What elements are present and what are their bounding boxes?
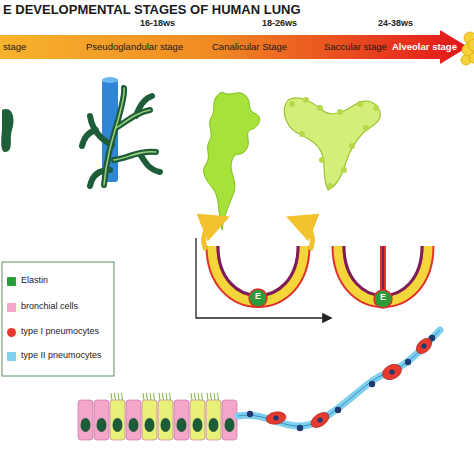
elastin-mark: E xyxy=(380,293,386,303)
canalicular-figure xyxy=(204,92,260,230)
stage-name: Pseudoglandular stage xyxy=(86,42,183,52)
embryonic-bud xyxy=(1,109,13,152)
axis-lines xyxy=(196,238,330,318)
elastin-mark: E xyxy=(255,292,261,302)
legend-text: Elastin xyxy=(21,276,48,286)
saccular-figure xyxy=(284,98,380,190)
alveolar-wall-u1 xyxy=(204,222,313,307)
timeline-arrow xyxy=(0,30,468,64)
legend-text: bronchial cells xyxy=(21,302,78,312)
pseudoglandular-figure xyxy=(82,77,160,186)
alveolar-cluster xyxy=(461,32,474,65)
saccular-bumps xyxy=(289,97,379,189)
legend-text: type I pneumocytes xyxy=(21,327,99,337)
legend-swatch xyxy=(7,328,16,337)
week-range: 16-18ws xyxy=(140,19,175,29)
legend-swatch xyxy=(7,277,16,286)
diagram-title: E DEVELOPMENTAL STAGES OF HUMAN LUNG xyxy=(3,3,301,17)
stage-name: Saccular stage xyxy=(324,42,387,52)
stage-name: stage xyxy=(3,42,26,52)
week-range: 18-26ws xyxy=(262,19,297,29)
stage-name: Alveolar stage xyxy=(392,42,457,52)
legend-swatch xyxy=(7,303,16,312)
epithelium-row xyxy=(78,330,440,440)
week-range: 24-38ws xyxy=(378,19,413,29)
alveolar-wall-u2 xyxy=(338,246,428,308)
legend-text: type II pneumocytes xyxy=(21,351,102,361)
legend-box xyxy=(2,262,114,376)
stage-name: Canalicular Stage xyxy=(212,42,287,52)
legend-swatch xyxy=(7,352,16,361)
